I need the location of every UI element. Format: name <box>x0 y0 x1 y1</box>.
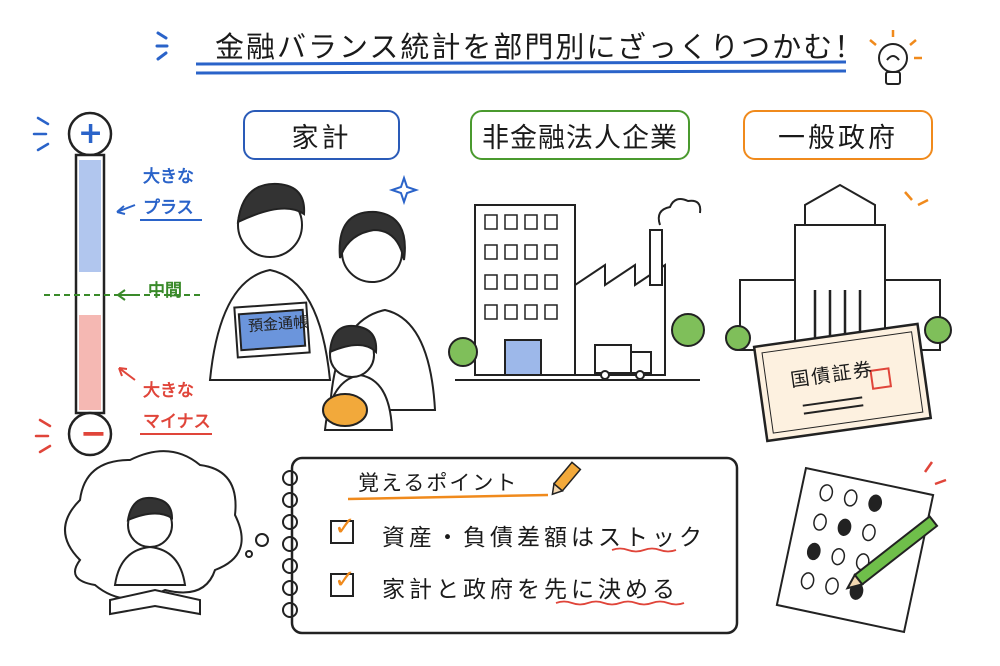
truck <box>594 344 632 374</box>
page-title: 金融バランス統計を部門別にざっくりつかむ！ <box>215 30 866 64</box>
thinking-student-illustration <box>64 450 269 616</box>
big-plus-label-1: 大きな <box>143 167 194 187</box>
sector-general-government: 一般政府 <box>743 110 933 160</box>
green-pencil-icon <box>845 515 939 590</box>
big-minus-label-2: マイナス <box>143 412 211 432</box>
sector-household: 家計 <box>243 110 400 160</box>
point-1: 資産・負債差額はストック <box>382 525 706 551</box>
big-minus-label-1: 大きな <box>143 381 194 401</box>
notebook <box>282 456 739 635</box>
government-bond-certificate <box>752 322 933 443</box>
government-building-illustration <box>725 183 952 443</box>
lightbulb-icon <box>869 30 922 85</box>
plus-fill <box>79 160 101 272</box>
sparkle-icon <box>388 174 420 206</box>
coin-purse-icon <box>322 393 368 427</box>
point-2-emphasis: 先に決める <box>544 577 679 603</box>
sector-nonfinancial-corporations: 非金融法人企業 <box>470 110 690 160</box>
checkbox-icon: ✓ <box>330 512 356 544</box>
middle-label: 中間 <box>148 281 182 301</box>
open-book-icon <box>109 588 201 616</box>
answer-sheet-illustration <box>775 461 947 634</box>
minus-end-icon <box>67 411 113 457</box>
notebook-heading: 覚えるポイント <box>358 471 519 495</box>
point-1-emphasis: ストック <box>598 525 706 551</box>
title-underline <box>195 60 847 75</box>
checkbox-icon: ✓ <box>330 565 356 597</box>
balance-scale <box>32 111 212 457</box>
big-plus-label-2: プラス <box>143 198 194 218</box>
household-family-illustration <box>208 174 437 431</box>
plus-symbol: + <box>78 116 104 151</box>
title-accent-icon <box>155 31 169 61</box>
pencil-icon <box>551 461 582 496</box>
minus-symbol: − <box>80 414 107 452</box>
point-2: 家計と政府を先に決める <box>382 577 679 603</box>
corporate-buildings-illustration <box>448 198 705 381</box>
seal-icon <box>869 367 893 390</box>
minus-fill <box>79 315 101 410</box>
passbook-label: 預金通帳 <box>247 312 309 336</box>
